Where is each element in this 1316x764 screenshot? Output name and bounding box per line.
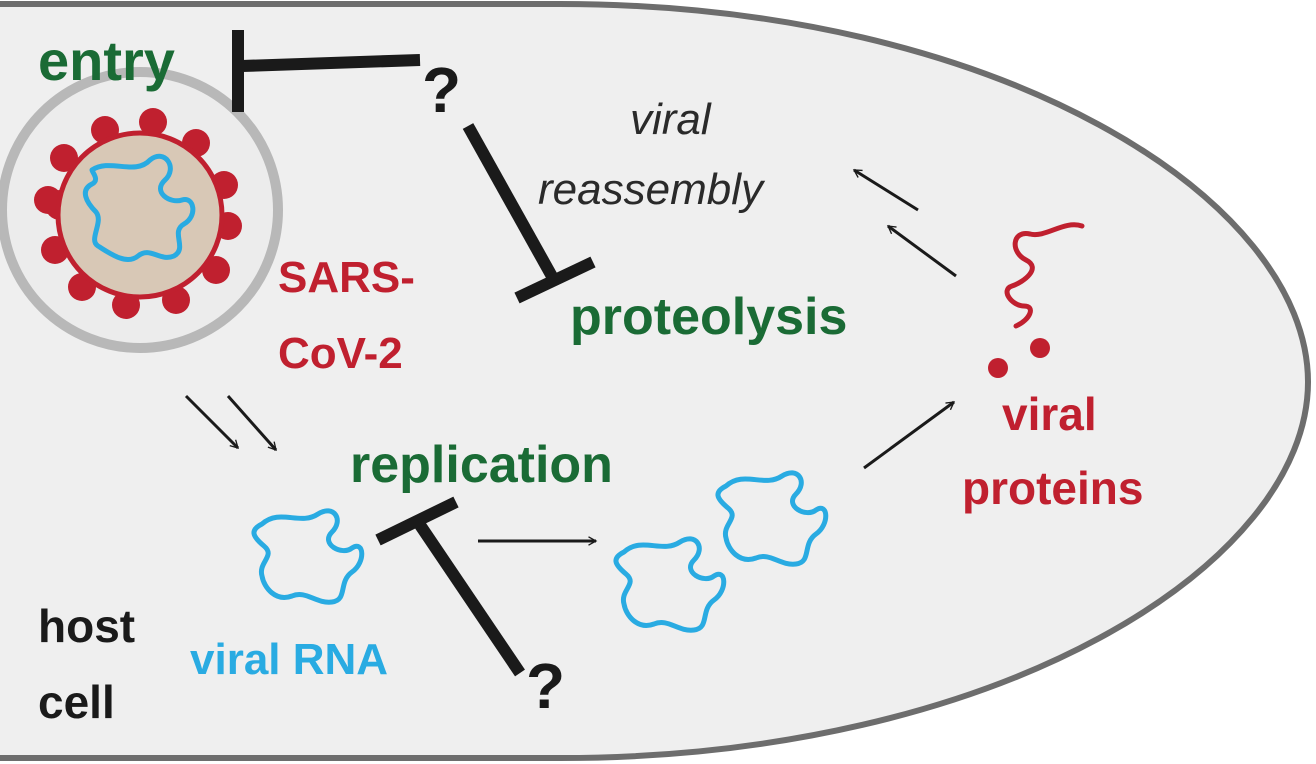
protein-dot-icon [1030, 338, 1050, 358]
label-host-line1: host [38, 600, 135, 652]
arrow-to-reassembly-1 [852, 168, 919, 212]
label-viral-rna: viral RNA [190, 635, 388, 684]
viral-rna-strands [251, 470, 829, 633]
label-viral-reassembly-line1: viral [630, 95, 712, 144]
arrow-entry-to-rna-1 [184, 394, 240, 450]
label-viral-proteins-line1: viral [1002, 388, 1097, 440]
label-sars-line2: CoV-2 [278, 329, 403, 378]
flow-arrows [184, 168, 957, 546]
virion-rna-icon [82, 153, 196, 262]
inhibition-replication [375, 496, 525, 677]
label-proteolysis: proteolysis [570, 288, 847, 346]
arrow-entry-to-rna-2 [226, 395, 278, 452]
viral-envelope [55, 130, 225, 300]
label-viral-proteins-line2: proteins [962, 462, 1143, 514]
protein-chain-icon [1004, 222, 1085, 329]
question-mark-top: ? [422, 54, 461, 126]
label-host-line2: cell [38, 676, 115, 728]
inhibition-proteolysis [462, 123, 596, 304]
rna-strand-copy-1 [715, 470, 829, 567]
label-sars-line1: SARS- [278, 253, 415, 302]
rna-strand-copy-2 [613, 536, 727, 633]
protein-dot-icon [988, 358, 1008, 378]
sars-cov-2-virion [0, 67, 283, 353]
inhibition-entry [232, 30, 421, 112]
arrow-to-reassembly-2 [886, 224, 957, 278]
viral-protein-icons [988, 222, 1085, 378]
label-viral-reassembly-line2: reassembly [538, 165, 766, 214]
arrow-to-viral-proteins [863, 400, 956, 470]
rna-strand-input [251, 508, 365, 605]
label-replication: replication [350, 436, 613, 494]
label-entry: entry [38, 29, 175, 92]
question-mark-bottom: ? [526, 650, 565, 722]
